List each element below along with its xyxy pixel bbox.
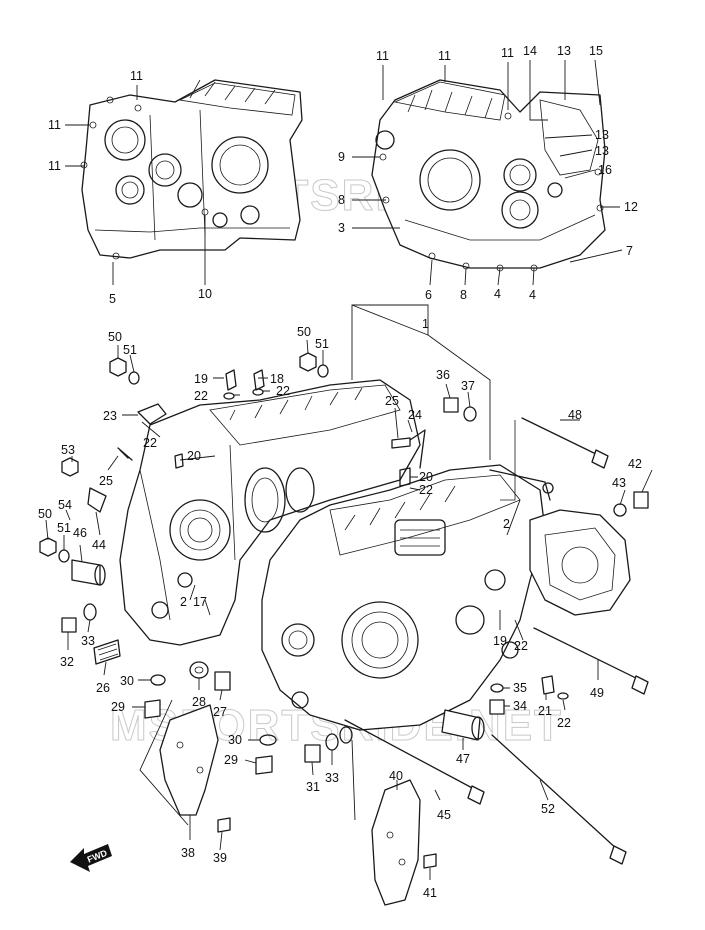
callout-38: 38: [181, 846, 195, 860]
callout-53: 53: [61, 443, 75, 457]
callout-51: 51: [315, 337, 329, 351]
fwd-arrow-icon: FWD: [70, 844, 112, 872]
callout-33: 33: [325, 771, 339, 785]
callout-2: 2: [180, 595, 187, 609]
callout-11: 11: [438, 49, 451, 63]
callout-2: 2: [503, 517, 510, 531]
callout-9: 9: [338, 150, 345, 164]
callout-30: 30: [120, 674, 134, 688]
leader-lines: [45, 59, 653, 880]
callout-45: 45: [437, 808, 451, 822]
callout-50: 50: [108, 330, 122, 344]
callout-48: 48: [568, 408, 582, 422]
callout-39: 39: [213, 851, 227, 865]
callout-17: 17: [193, 595, 207, 609]
callout-43: 43: [612, 476, 626, 490]
callout-8: 8: [460, 288, 467, 302]
callout-8: 8: [338, 193, 345, 207]
callout-19: 19: [493, 634, 507, 648]
callout-35: 35: [513, 681, 527, 695]
callouts: 11 11 11 5 10 11 11 11 14 13 15 13 13 16…: [38, 44, 642, 900]
callout-28: 28: [192, 695, 206, 709]
callout-24: 24: [408, 408, 422, 422]
callout-20: 20: [419, 470, 433, 484]
callout-50: 50: [38, 507, 52, 521]
callout-25: 25: [385, 394, 399, 408]
callout-13: 13: [557, 44, 571, 58]
callout-11: 11: [48, 118, 61, 132]
callout-42: 42: [628, 457, 642, 471]
callout-21: 21: [538, 704, 552, 718]
loose-parts: [39, 352, 649, 906]
callout-4: 4: [494, 287, 501, 301]
callout-50: 50: [297, 325, 311, 339]
callout-34: 34: [513, 699, 527, 713]
main-crankcase-assembly: [119, 379, 631, 731]
callout-16: 16: [598, 163, 612, 177]
callout-18: 18: [270, 372, 284, 386]
callout-31: 31: [306, 780, 320, 794]
callout-13: 13: [595, 128, 609, 142]
callout-20: 20: [187, 449, 201, 463]
callout-13: 13: [595, 144, 609, 158]
callout-40: 40: [389, 769, 403, 783]
callout-22: 22: [143, 436, 157, 450]
right-case-half-view: [371, 79, 606, 272]
callout-46: 46: [73, 526, 87, 540]
callout-5: 5: [109, 292, 116, 306]
callout-32: 32: [60, 655, 74, 669]
callout-54: 54: [58, 498, 72, 512]
callout-36: 36: [436, 368, 450, 382]
callout-49: 49: [590, 686, 604, 700]
callout-51: 51: [123, 343, 137, 357]
callout-22: 22: [514, 639, 528, 653]
fwd-label: FWD: [86, 848, 109, 865]
callout-52: 52: [541, 802, 555, 816]
callout-22: 22: [194, 389, 208, 403]
callout-15: 15: [589, 44, 603, 58]
callout-26: 26: [96, 681, 110, 695]
callout-11: 11: [48, 159, 61, 173]
callout-23: 23: [103, 409, 117, 423]
callout-29: 29: [111, 700, 125, 714]
callout-22: 22: [276, 384, 290, 398]
callout-44: 44: [92, 538, 106, 552]
callout-3: 3: [338, 221, 345, 235]
callout-19: 19: [194, 372, 208, 386]
callout-1: 1: [422, 317, 429, 331]
callout-29: 29: [224, 753, 238, 767]
callout-25: 25: [99, 474, 113, 488]
callout-11: 11: [501, 46, 514, 60]
callout-27: 27: [213, 705, 227, 719]
callout-22: 22: [557, 716, 571, 730]
callout-6: 6: [425, 288, 432, 302]
callout-14: 14: [523, 44, 537, 58]
callout-10: 10: [198, 287, 212, 301]
callout-4: 4: [529, 288, 536, 302]
callout-41: 41: [423, 886, 437, 900]
left-case-half-view: [80, 79, 303, 260]
callout-37: 37: [461, 379, 475, 393]
callout-22: 22: [419, 483, 433, 497]
callout-47: 47: [456, 752, 470, 766]
callout-12: 12: [624, 200, 638, 214]
callout-11: 11: [130, 69, 143, 83]
callout-11: 11: [376, 49, 389, 63]
callout-33: 33: [81, 634, 95, 648]
callout-7: 7: [626, 244, 633, 258]
callout-51: 51: [57, 521, 71, 535]
callout-30: 30: [228, 733, 242, 747]
